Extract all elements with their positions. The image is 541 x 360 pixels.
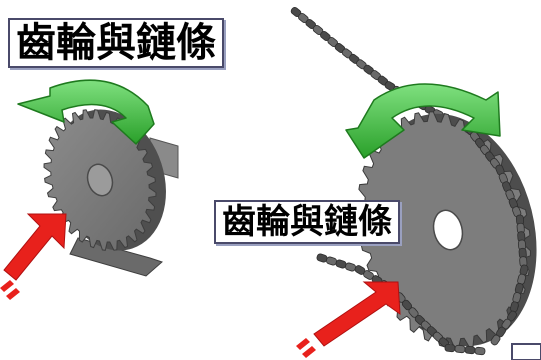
chain-link	[464, 345, 476, 355]
force-arrow-icon	[0, 213, 67, 300]
frame-corner	[511, 343, 541, 360]
rotation-arrow-icon-right	[345, 83, 501, 159]
title-label-top: 齒輪與鏈條	[8, 18, 224, 68]
chain-link	[490, 334, 501, 346]
chain-link	[444, 343, 456, 353]
chain-wrap-icon	[464, 124, 529, 346]
chain-link	[454, 344, 466, 354]
right-sprocket-group	[290, 6, 537, 356]
force-arrow-icon-right	[296, 281, 401, 358]
left-gear-group	[43, 109, 179, 277]
gear-hub-hole	[86, 163, 114, 197]
sprocket-hub-hole	[432, 209, 464, 251]
rotation-arrow-icon	[17, 79, 155, 145]
title-label-middle: 齒輪與鏈條	[214, 200, 400, 244]
chain-link	[474, 346, 486, 356]
